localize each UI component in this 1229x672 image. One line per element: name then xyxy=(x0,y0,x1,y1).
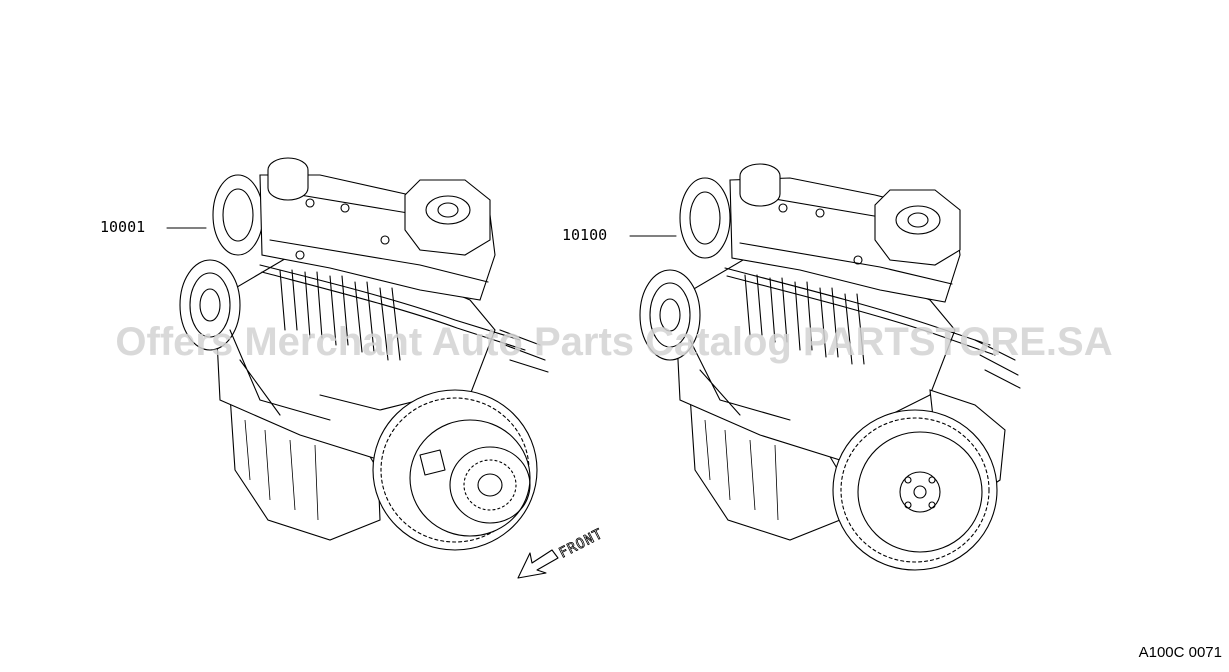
diagram-code: A100C 0071 xyxy=(1139,644,1222,661)
front-indicator: FRONT xyxy=(517,525,606,579)
callout-10100[interactable]: 10100 xyxy=(562,226,677,244)
engine-assembly-with-clutch-icon[interactable] xyxy=(179,157,549,551)
part-number-label: 10001 xyxy=(100,218,145,236)
front-direction-arrow-icon xyxy=(517,549,559,579)
engine-assembly-with-flywheel-icon[interactable] xyxy=(639,163,1021,571)
front-label: FRONT xyxy=(557,526,606,562)
watermark: Offers Merchant Auto Parts Catalog PARTS… xyxy=(115,320,1112,364)
part-number-label: 10100 xyxy=(562,226,607,244)
callout-10001[interactable]: 10001 xyxy=(100,218,207,236)
